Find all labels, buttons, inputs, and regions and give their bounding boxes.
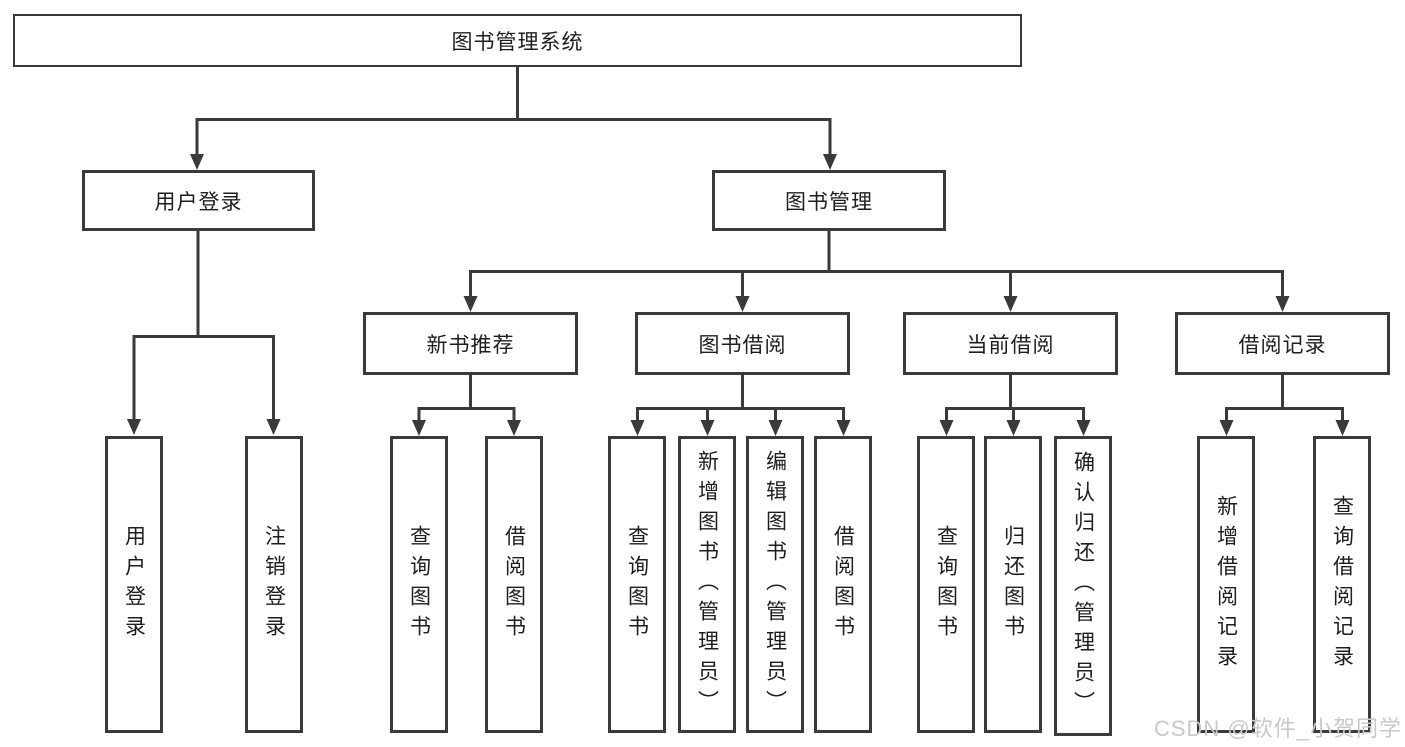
leaf-borrow-books-recommend: 借阅图书 [485,436,543,733]
leaf-borrow-books: 借阅图书 [814,436,872,733]
leaf-return-books: 归还图书 [984,436,1042,733]
leaf-user-login: 用户登录 [105,436,163,733]
leaf-add-books-admin: 新增图书（管理员） [678,436,736,733]
node-book-borrow: 图书借阅 [635,312,850,375]
leaf-logout: 注销登录 [245,436,303,733]
node-book-management: 图书管理 [712,170,946,231]
leaf-query-borrow-record: 查询借阅记录 [1313,436,1371,733]
leaf-edit-books-admin: 编辑图书（管理员） [746,436,804,733]
node-borrow-records: 借阅记录 [1175,312,1390,375]
leaf-add-borrow-record: 新增借阅记录 [1197,436,1255,733]
leaf-confirm-return-admin: 确认归还（管理员） [1054,436,1112,736]
node-user-login: 用户登录 [82,170,315,231]
leaf-query-books-recommend: 查询图书 [390,436,448,733]
leaf-query-books-borrow: 查询图书 [608,436,666,733]
node-library-management-system: 图书管理系统 [13,14,1022,67]
leaf-query-books-current: 查询图书 [917,436,975,733]
node-current-borrow: 当前借阅 [903,312,1118,375]
node-new-book-recommend: 新书推荐 [363,312,578,375]
